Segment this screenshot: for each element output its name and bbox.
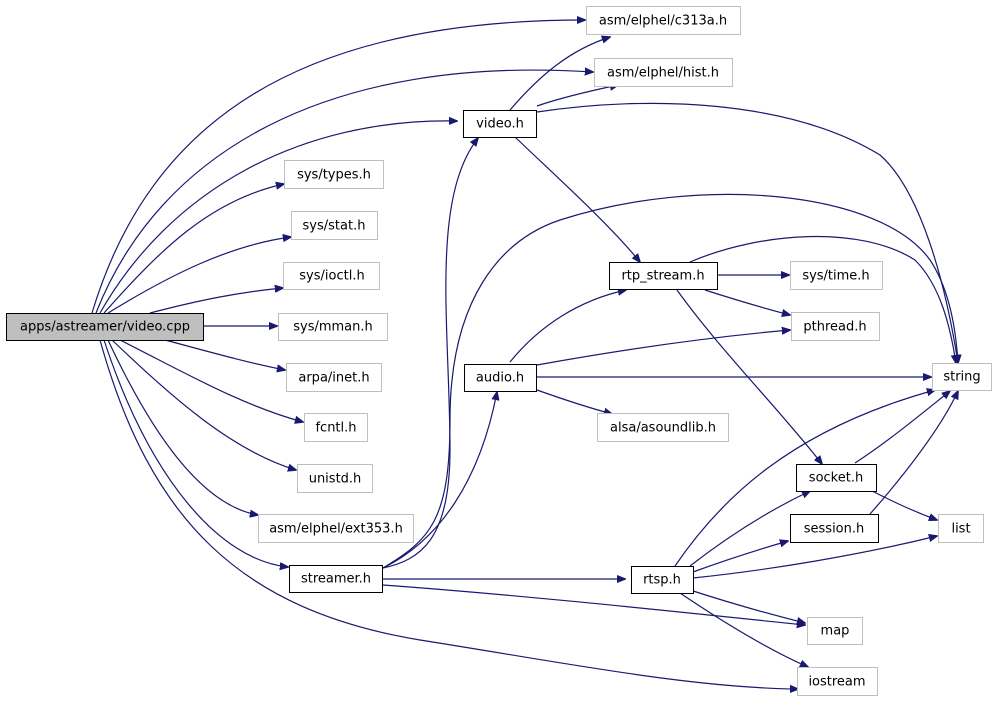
node-sys-ioctl-h: sys/ioctl.h (283, 262, 380, 290)
edge-audio-h-to-pthread-h (536, 330, 790, 366)
svg-text:asm/elphel/c313a.h: asm/elphel/c313a.h (599, 14, 727, 29)
node-map: map (807, 617, 863, 645)
edge-video-h-to-hist-h (536, 85, 618, 107)
edge-rtp-stream-h-to-string (689, 235, 956, 363)
edge-video-cpp-to-arpa-inet-h (164, 339, 285, 370)
node-c313a-h: asm/elphel/c313a.h (586, 6, 741, 35)
svg-text:string: string (943, 370, 980, 385)
edge-video-cpp-to-hist-h (95, 70, 593, 314)
node-list: list (938, 514, 984, 543)
node-iostream: iostream (797, 667, 878, 696)
svg-text:video.h: video.h (476, 117, 524, 132)
svg-text:pthread.h: pthread.h (803, 320, 866, 335)
edge-video-cpp-to-iostream (99, 339, 798, 689)
node-unistd-h: unistd.h (297, 464, 373, 493)
edge-streamer-h-to-string (382, 193, 958, 569)
node-string: string (932, 363, 992, 391)
node-video-h[interactable]: video.h (463, 110, 537, 138)
edge-video-cpp-to-c313a-h (91, 20, 585, 314)
node-ext353-h: asm/elphel/ext353.h (258, 514, 414, 543)
svg-text:sys/stat.h: sys/stat.h (303, 219, 366, 234)
edge-video-cpp-to-fcntl-h (119, 339, 303, 422)
svg-text:arpa/inet.h: arpa/inet.h (298, 371, 369, 386)
svg-text:list: list (951, 522, 970, 537)
svg-text:asm/elphel/hist.h: asm/elphel/hist.h (607, 66, 719, 81)
node-arpa-inet-h: arpa/inet.h (286, 363, 382, 392)
node-fcntl-h: fcntl.h (304, 413, 368, 442)
svg-text:apps/astreamer/video.cpp: apps/astreamer/video.cpp (20, 320, 190, 335)
edge-streamer-h-to-audio-h (382, 392, 497, 569)
edge-rtsp-h-to-session-h (692, 541, 788, 573)
svg-text:asm/elphel/ext353.h: asm/elphel/ext353.h (269, 522, 403, 537)
edge-video-cpp-to-sys-types-h (103, 184, 284, 314)
node-sys-types-h: sys/types.h (284, 160, 384, 189)
edge-rtsp-h-to-iostream (679, 592, 808, 667)
edge-socket-h-to-string (854, 391, 950, 464)
edge-video-h-to-string (536, 102, 958, 363)
edge-video-cpp-to-streamer-h (103, 339, 288, 567)
svg-text:map: map (821, 624, 850, 639)
edge-video-cpp-to-sys-stat-h (107, 237, 291, 314)
edge-rtsp-h-to-map (689, 589, 805, 623)
node-streamer-h[interactable]: streamer.h (289, 565, 383, 593)
svg-text:sys/time.h: sys/time.h (802, 269, 869, 284)
edge-audio-h-to-asoundlib-h (536, 389, 612, 414)
node-rtsp-h[interactable]: rtsp.h (631, 566, 694, 594)
edge-video-cpp-to-sys-ioctl-h (149, 288, 283, 314)
node-asoundlib-h: alsa/asoundlib.h (597, 413, 729, 442)
svg-text:fcntl.h: fcntl.h (315, 421, 356, 436)
svg-text:rtp_stream.h: rtp_stream.h (621, 269, 704, 284)
node-sys-time-h: sys/time.h (790, 261, 883, 290)
edge-video-cpp-to-video-h (99, 121, 457, 314)
svg-text:socket.h: socket.h (809, 471, 863, 486)
svg-text:iostream: iostream (808, 675, 865, 690)
edge-rtsp-h-to-socket-h (689, 491, 810, 567)
edge-rtsp-h-to-list (692, 536, 937, 579)
edge-rtsp-h-to-string (674, 390, 935, 567)
node-sys-stat-h: sys/stat.h (291, 211, 378, 240)
node-pthread-h: pthread.h (791, 312, 880, 341)
svg-text:streamer.h: streamer.h (301, 572, 371, 587)
node-video-cpp[interactable]: apps/astreamer/video.cpp (6, 313, 204, 341)
svg-text:rtsp.h: rtsp.h (643, 573, 681, 588)
edge-video-cpp-to-unistd-h (111, 339, 296, 470)
edge-socket-h-to-list (869, 489, 937, 520)
node-hist-h: asm/elphel/hist.h (594, 58, 733, 87)
edge-streamer-h-to-map (382, 584, 805, 625)
edge-video-h-to-c313a-h (509, 37, 610, 111)
node-audio-h[interactable]: audio.h (464, 364, 537, 392)
edge-audio-h-to-rtp-stream-h (509, 290, 626, 363)
svg-text:session.h: session.h (804, 522, 865, 537)
edge-video-h-to-rtp-stream-h (514, 136, 640, 262)
svg-text:sys/mman.h: sys/mman.h (293, 320, 373, 335)
svg-text:alsa/asoundlib.h: alsa/asoundlib.h (610, 421, 716, 436)
edge-video-cpp-to-ext353-h (107, 339, 258, 515)
edge-rtp-stream-h-to-pthread-h (704, 289, 790, 315)
node-sys-mman-h: sys/mman.h (278, 313, 388, 341)
node-rtp-stream-h[interactable]: rtp_stream.h (609, 262, 718, 290)
svg-text:unistd.h: unistd.h (309, 472, 362, 487)
svg-text:sys/ioctl.h: sys/ioctl.h (299, 269, 364, 284)
svg-text:sys/types.h: sys/types.h (297, 168, 371, 183)
node-socket-h[interactable]: socket.h (796, 464, 877, 492)
edge-session-h-to-string (869, 391, 958, 515)
svg-text:audio.h: audio.h (476, 371, 524, 386)
node-session-h[interactable]: session.h (790, 514, 879, 543)
edge-streamer-h-to-video-h (382, 138, 478, 569)
